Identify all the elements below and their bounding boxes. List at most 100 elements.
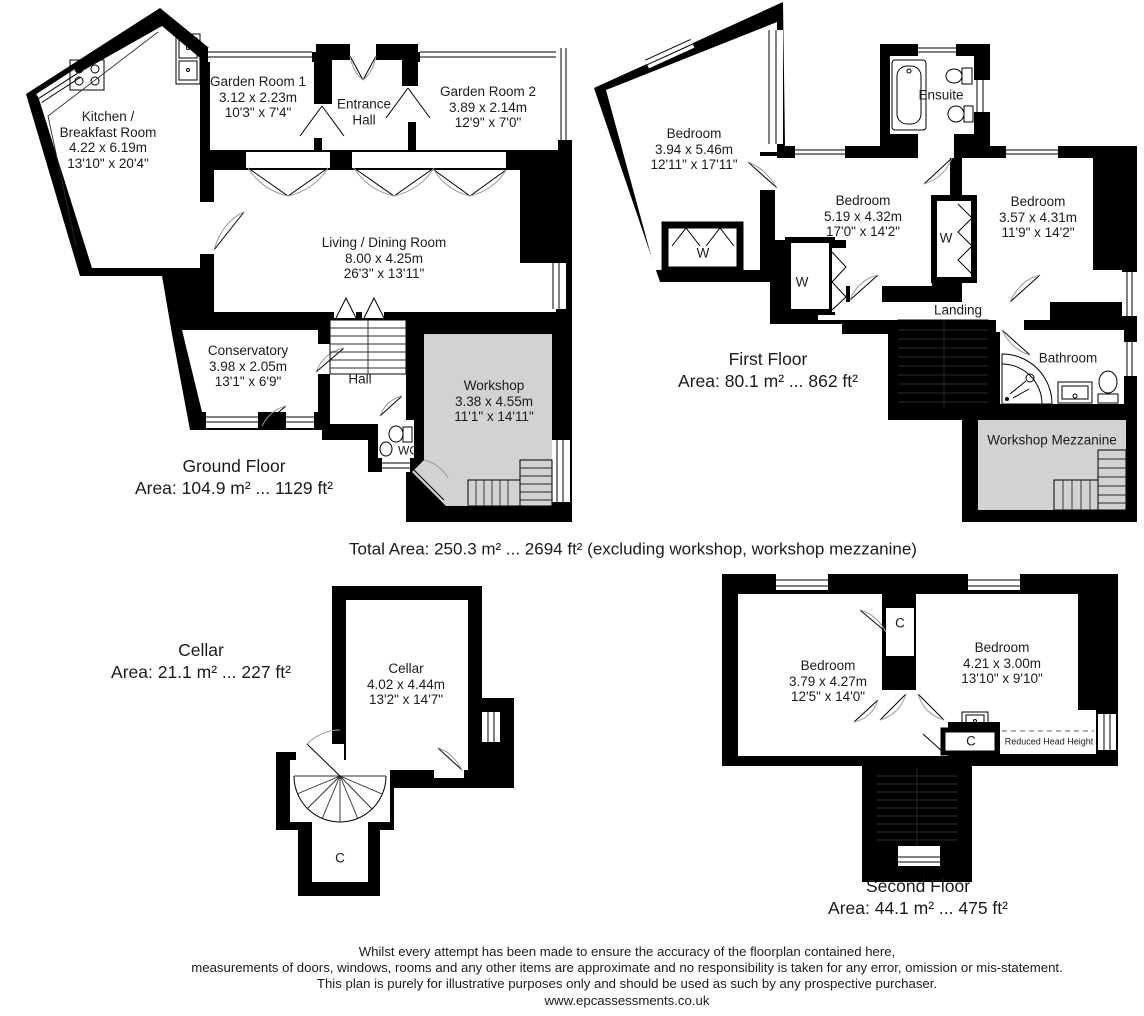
- room-dim-imperial: 12'11" x 17'11": [650, 156, 738, 172]
- stairs-mezzanine: [1053, 449, 1127, 511]
- room-label-garden2: Garden Room 2 3.89 x 2.14m 12'9" x 7'0": [440, 84, 536, 131]
- floor-title: Second Floor: [865, 876, 971, 896]
- room-label-bed-left: Bedroom 3.79 x 4.27m 12'5" x 14'0": [789, 658, 867, 705]
- sink-second-icon: [961, 711, 989, 728]
- room-dim-metric: 5.19 x 4.32m: [823, 208, 903, 224]
- closet-w3: [931, 195, 977, 283]
- room-name: Living / Dining Room: [321, 234, 447, 250]
- cupboard-letter: C: [335, 850, 345, 866]
- wardrobe-letter: W: [939, 230, 953, 246]
- room-name: Workshop: [463, 377, 525, 393]
- room-dim-imperial: 26'3" x 13'11": [343, 265, 425, 281]
- cellar-passage: [312, 818, 368, 882]
- floor-area: Area: 80.1 m² ... 862 ft²: [678, 371, 858, 391]
- door-ensuite: [918, 134, 954, 185]
- room-name: Bedroom: [1010, 193, 1066, 209]
- floor-area: Area: 21.1 m² ... 227 ft²: [111, 662, 291, 682]
- room-landing: [818, 302, 1050, 320]
- room-dim-metric: 8.00 x 4.25m: [344, 250, 424, 266]
- room-label-bed2: Bedroom 5.19 x 4.32m 17'0" x 14'2": [824, 193, 902, 240]
- room-garden1: [210, 62, 314, 150]
- room-label-mezzanine: Workshop Mezzanine: [987, 432, 1117, 448]
- room-bed1: [606, 22, 777, 270]
- floor-area: Area: 44.1 m² ... 475 ft²: [828, 898, 1008, 918]
- ground-floor-title: Ground Floor Area: 104.9 m² ... 1129 ft²: [135, 455, 333, 499]
- reduced-head-height-text: Reduced Head Height: [1004, 736, 1094, 747]
- disclaimer-line: This plan is purely for illustrative pur…: [316, 976, 938, 992]
- room-label-hall: Hall: [348, 371, 371, 387]
- room-dim-metric: 4.02 x 4.44m: [366, 676, 446, 692]
- wc-toilet-icon: [379, 425, 413, 457]
- room-bed2: [775, 158, 950, 286]
- stairs-ground: [329, 319, 407, 375]
- door-entrance-living: [352, 152, 436, 197]
- room-dim-imperial: 17'0" x 14'2": [825, 223, 901, 239]
- door-living-hall: [334, 296, 385, 319]
- window-kitchen-diagonal: [36, 69, 83, 106]
- closet-c1: [886, 608, 914, 656]
- door-bed1: [747, 156, 778, 190]
- room-label-living: Living / Dining Room 8.00 x 4.25m 26'3" …: [322, 235, 447, 282]
- door-garden2-living: [432, 152, 507, 197]
- room-dim-metric: 3.57 x 4.31m: [998, 209, 1078, 225]
- stairs-first: [897, 319, 989, 409]
- cupboard-label-c1: C: [895, 615, 905, 631]
- kitchen-counter-line: [47, 31, 159, 247]
- cellar-title: Cellar Area: 21.1 m² ... 227 ft²: [111, 639, 291, 683]
- room-dim-metric: 3.38 x 4.55m: [454, 393, 534, 409]
- stove-icon: [69, 59, 105, 91]
- window-bed1-right: [763, 30, 783, 144]
- closet-w1: [661, 221, 744, 274]
- room-label-bed3: Bedroom 3.57 x 4.31m 11'9" x 14'2": [999, 194, 1077, 241]
- door-bathroom: [996, 318, 1031, 356]
- room-name: Bathroom: [1038, 350, 1098, 366]
- room-name: Conservatory: [207, 342, 289, 358]
- room-dim-metric: 3.98 x 2.05m: [208, 358, 288, 374]
- wardrobe-letter: W: [696, 245, 710, 261]
- window-bedleft-top: [776, 574, 828, 590]
- second-floor-vestibule: [878, 690, 948, 756]
- room-dim-imperial: 13'2" x 14'7": [368, 691, 444, 707]
- cupboard-letter: C: [966, 733, 976, 749]
- floor-title: First Floor: [728, 349, 808, 369]
- room-dim-metric: 3.89 x 2.14m: [448, 99, 528, 115]
- room-label-wc: WC: [398, 443, 418, 459]
- closet-c2: [940, 727, 1000, 756]
- window-conservatory-bottom: [206, 405, 314, 428]
- window-bedright-top: [968, 574, 1020, 590]
- stairs-workshop: [467, 459, 553, 507]
- room-name: Hall: [348, 371, 372, 387]
- window-ensuite-top: [918, 44, 956, 56]
- room-label-bed-right: Bedroom 4.21 x 3.00m 13'10" x 9'10": [961, 640, 1043, 687]
- room-name: Cellar: [388, 660, 424, 676]
- door-bed2: [849, 274, 882, 302]
- window-wc-bottom: [382, 458, 410, 472]
- room-name: Bedroom: [974, 639, 1030, 655]
- total-area-text: Total Area: 250.3 m² ... 2694 ft² (exclu…: [349, 540, 917, 557]
- room-dim-imperial: 13'1" x 6'9": [214, 373, 282, 389]
- bathroom-toilet-icon: [1097, 370, 1119, 404]
- window-living-right: [548, 263, 566, 309]
- room-name: Garden Room 2: [439, 83, 537, 99]
- door-workshop: [413, 459, 449, 501]
- cellar-cupboard-label: C: [335, 850, 345, 866]
- room-label-bathroom: Bathroom: [1039, 350, 1098, 366]
- room-label-kitchen: Kitchen / Breakfast Room 4.22 x 6.19m 13…: [60, 109, 157, 171]
- room-name: WC: [398, 443, 418, 458]
- disclaimer-line: Whilst every attempt has been made to en…: [358, 944, 896, 959]
- window-bathroom-right: [1122, 342, 1138, 376]
- second-floor-plan: [722, 574, 1118, 882]
- room-label-garden1: Garden Room 1 3.12 x 2.23m 10'3" x 7'4": [210, 74, 306, 121]
- door-entrance-garden2: [385, 86, 431, 122]
- shower-icon: [1001, 353, 1053, 405]
- room-name: Kitchen /: [81, 109, 135, 124]
- room-workshop: [412, 334, 552, 506]
- room-name: Ensuite: [918, 87, 964, 103]
- room-dim-imperial: 12'9" x 7'0": [454, 114, 522, 130]
- ensuite-toilet-icon: [945, 67, 973, 85]
- wardrobe-label-1: W: [697, 245, 710, 261]
- room-dim-imperial: 10'3" x 7'4": [224, 104, 292, 120]
- door-bed-left: [853, 699, 879, 723]
